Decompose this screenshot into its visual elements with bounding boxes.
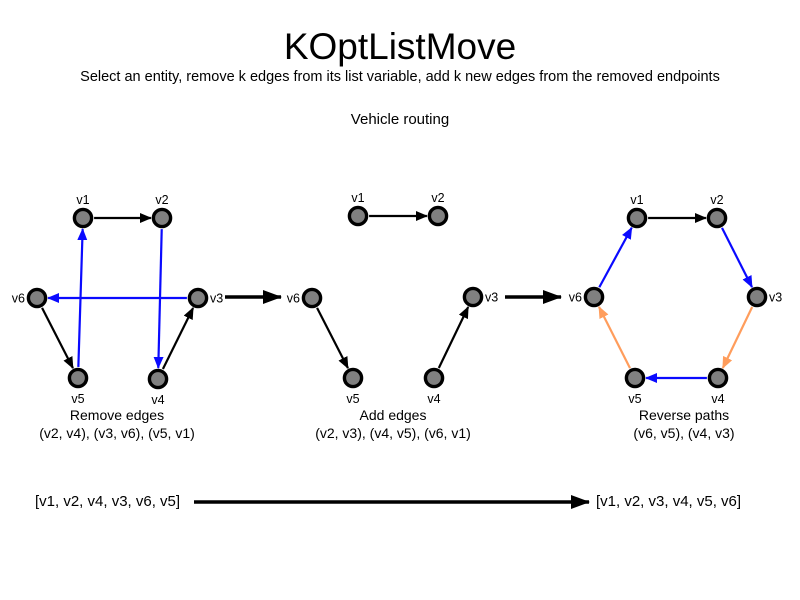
caption-add-edges: Add edges — [359, 407, 427, 423]
edge-list-add-edges: (v2, v3), (v4, v5), (v6, v1) — [315, 425, 471, 441]
node-label-reverse-paths-v4: v4 — [711, 392, 724, 406]
edge-v4-v3 — [161, 307, 195, 370]
node-remove-edges-v5 — [67, 367, 89, 389]
node-label-reverse-paths-v2: v2 — [710, 193, 723, 207]
node-add-edges-v3 — [462, 286, 484, 308]
node-reverse-paths-v2 — [706, 207, 728, 229]
page-subtitle: Select an entity, remove k edges from it… — [80, 69, 720, 85]
node-add-edges-v1 — [347, 205, 369, 227]
list-after: [v1, v2, v3, v4, v5, v6] — [596, 493, 742, 510]
page-title: KOptListMove — [283, 26, 517, 67]
edge-v6-v5 — [316, 307, 349, 370]
graph-remove-edges: v1 v2 v3 v4 v5 v6 — [12, 193, 223, 407]
node-reverse-paths-v4 — [707, 367, 729, 389]
node-label-remove-edges-v4: v4 — [151, 393, 164, 407]
edge-list-reverse-paths: (v6, v5), (v4, v3) — [633, 425, 735, 441]
edge-v6-v5 — [41, 307, 74, 370]
list-before: [v1, v2, v4, v3, v6, v5] — [35, 493, 181, 510]
node-label-add-edges-v4: v4 — [427, 392, 440, 406]
node-add-edges-v2 — [427, 205, 449, 227]
node-add-edges-v4 — [423, 367, 445, 389]
node-label-add-edges-v1: v1 — [351, 191, 364, 205]
node-remove-edges-v4 — [147, 368, 169, 390]
node-label-reverse-paths-v1: v1 — [630, 193, 643, 207]
node-label-add-edges-v6: v6 — [287, 292, 300, 306]
edge-v4-v3 — [437, 306, 470, 369]
node-label-remove-edges-v5: v5 — [71, 392, 84, 406]
node-label-reverse-paths-v3: v3 — [769, 291, 782, 305]
edge-list-remove-edges: (v2, v4), (v3, v6), (v5, v1) — [39, 425, 195, 441]
edge-v5-v1 — [77, 228, 88, 367]
node-label-reverse-paths-v5: v5 — [628, 392, 641, 406]
node-remove-edges-v2 — [151, 207, 173, 229]
node-label-add-edges-v5: v5 — [346, 392, 359, 406]
context-label: Vehicle routing — [350, 111, 450, 128]
caption-remove-edges: Remove edges — [69, 407, 165, 423]
graph-add-edges: v1 v2 v3 v4 v5 v6 — [287, 191, 498, 406]
node-remove-edges-v3 — [187, 287, 209, 309]
node-add-edges-v5 — [342, 367, 364, 389]
node-label-add-edges-v3: v3 — [485, 291, 498, 305]
edge-v2-v3 — [721, 227, 753, 288]
node-label-remove-edges-v6: v6 — [12, 292, 25, 306]
node-reverse-paths-v3 — [746, 286, 768, 308]
graph-reverse-paths: v1 v2 v3 v4 v5 v6 — [569, 193, 782, 406]
node-label-reverse-paths-v6: v6 — [569, 291, 582, 305]
node-remove-edges-v1 — [72, 207, 94, 229]
caption-reverse-paths: Reverse paths — [638, 407, 730, 423]
edge-v6-v1 — [598, 226, 633, 288]
node-reverse-paths-v1 — [626, 207, 648, 229]
node-reverse-paths-v5 — [624, 367, 646, 389]
node-label-remove-edges-v2: v2 — [155, 193, 168, 207]
node-remove-edges-v6 — [26, 287, 48, 309]
node-reverse-paths-v6 — [583, 286, 605, 308]
node-label-remove-edges-v1: v1 — [76, 193, 89, 207]
edge-v5-v6 — [598, 306, 631, 369]
node-label-remove-edges-v3: v3 — [210, 292, 223, 306]
node-label-add-edges-v2: v2 — [431, 191, 444, 205]
edge-v3-v4 — [721, 306, 754, 369]
node-add-edges-v6 — [301, 287, 323, 309]
